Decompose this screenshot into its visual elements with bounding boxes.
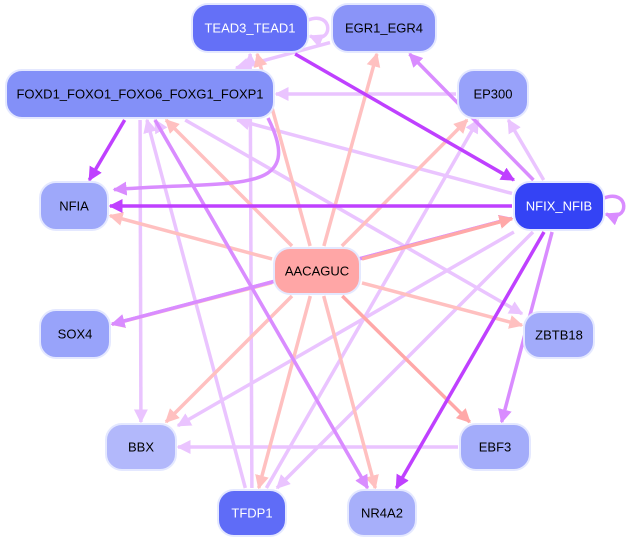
edge-AACAGUC-to-NFIX_NFIB <box>361 215 514 261</box>
node-box <box>273 247 361 295</box>
node-FOXD1_FOXO1_FOXO6_FOXG1_FOXP1[interactable]: FOXD1_FOXO1_FOXO6_FOXG1_FOXP1 <box>5 69 275 119</box>
node-box <box>457 69 529 119</box>
edge-NFIX_NFIB-to-FOXD1 <box>235 116 513 196</box>
node-SOX4[interactable]: SOX4 <box>39 309 111 359</box>
node-label: FOXD1_FOXO1_FOXO6_FOXG1_FOXP1 <box>16 86 263 101</box>
node-box <box>331 3 437 53</box>
node-EP300[interactable]: EP300 <box>457 69 529 119</box>
edge-AACAGUC-to-EGR1_EGR4 <box>322 52 381 247</box>
node-NFIA[interactable]: NFIA <box>39 181 109 231</box>
edge-AACAGUC-to-NFIA <box>108 212 273 261</box>
edge-FOXD1-to-ZBTB18 <box>184 118 524 316</box>
node-ZBTB18[interactable]: ZBTB18 <box>523 311 595 359</box>
node-AACAGUC[interactable]: AACAGUC <box>273 247 361 295</box>
edge-FOXD1-to-BBX <box>133 119 148 424</box>
edge-NFIX_NFIB-to-NFIX_NFIB <box>603 194 626 226</box>
node-box <box>347 489 417 537</box>
node-label: SOX4 <box>58 326 93 341</box>
node-box <box>523 311 595 359</box>
edge-AACAGUC-to-BBX <box>164 294 294 424</box>
nodes-layer: TEAD3_TEAD1 EGR1_EGR4 FOXD1_FOXO1_FOXO6_… <box>5 3 605 537</box>
node-label: ZBTB18 <box>535 327 583 342</box>
edge-AACAGUC-to-EP300 <box>340 118 469 248</box>
node-label: EGR1_EGR4 <box>345 20 423 35</box>
node-box <box>191 3 309 53</box>
node-label: TEAD3_TEAD1 <box>204 20 295 35</box>
node-label: EP300 <box>473 86 512 101</box>
node-label: NR4A2 <box>361 505 403 520</box>
node-TEAD3_TEAD1[interactable]: TEAD3_TEAD1 <box>191 3 309 53</box>
edge-TEAD3_TEAD1-to-TEAD3_TEAD1 <box>307 16 330 48</box>
edge-NFIX_NFIB-to-EP300 <box>506 118 546 181</box>
node-box <box>5 69 275 119</box>
node-label: NFIX_NFIB <box>526 198 592 213</box>
edge-AACAGUC-to-TFDP1 <box>255 295 312 490</box>
node-box <box>459 423 531 471</box>
node-box <box>39 181 109 231</box>
node-NFIX_NFIB[interactable]: NFIX_NFIB <box>513 181 605 231</box>
edge-AACAGUC-to-NR4A2 <box>322 295 379 490</box>
node-BBX[interactable]: BBX <box>105 423 177 471</box>
node-box <box>105 423 177 471</box>
edge-FOXD1-to-NR4A2 <box>153 119 370 490</box>
node-label: BBX <box>128 439 154 454</box>
node-NR4A2[interactable]: NR4A2 <box>347 489 417 537</box>
node-EGR1_EGR4[interactable]: EGR1_EGR4 <box>331 3 437 53</box>
edge-NFIX_NFIB-to-NR4A2 <box>394 231 546 490</box>
edge-TEAD3_TEAD1-to-NFIX_NFIB <box>294 52 516 182</box>
node-label: TFDP1 <box>231 505 272 520</box>
edge-NFIX_NFIB-to-BBX <box>176 230 515 428</box>
edges-layer <box>87 16 626 490</box>
node-EBF3[interactable]: EBF3 <box>459 423 531 471</box>
node-label: NFIA <box>59 198 89 213</box>
edge-TFDP1-to-EP300 <box>264 118 480 489</box>
edge-FOXD1-to-NFIA <box>87 119 127 182</box>
node-box <box>39 309 111 359</box>
node-TFDP1[interactable]: TFDP1 <box>217 489 287 537</box>
edge-FOXD1-to-NFIA <box>112 117 281 196</box>
node-label: EBF3 <box>479 439 512 454</box>
node-box <box>217 489 287 537</box>
node-box <box>513 181 605 231</box>
node-label: AACAGUC <box>285 263 349 278</box>
edge-TFDP1-to-TEAD3_TEAD1 <box>243 52 258 489</box>
